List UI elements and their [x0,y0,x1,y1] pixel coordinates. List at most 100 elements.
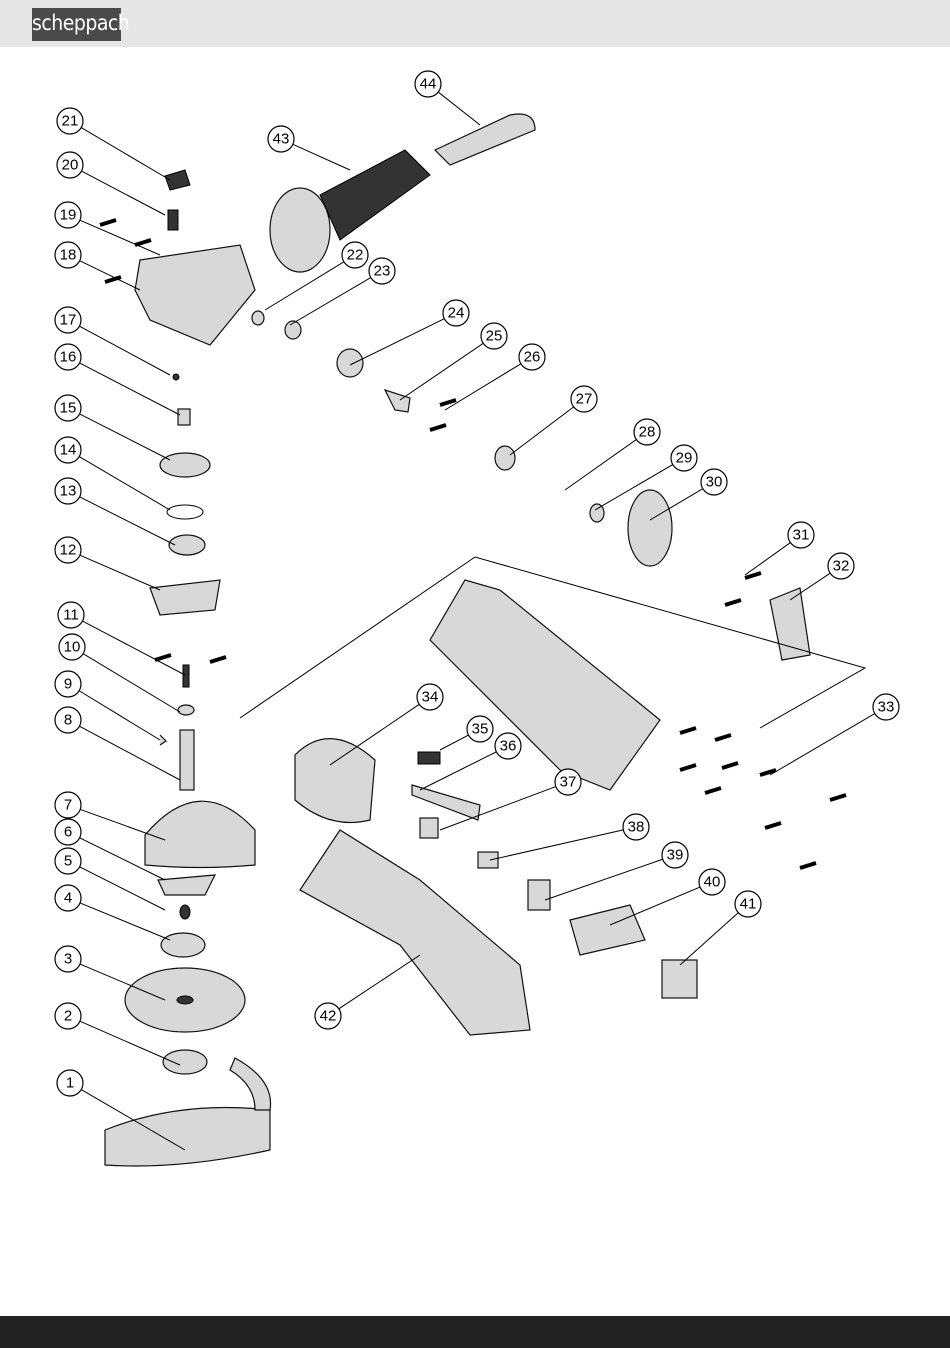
leader-line [81,128,170,180]
exploded-parts-diagram: 1234567891011121314151617181920212223242… [0,47,950,1316]
callout-part-38: 38 [623,814,649,840]
callout-part-10: 10 [59,634,85,660]
callout-number: 33 [878,699,895,716]
callout-part-4: 4 [55,885,81,911]
screw-drawing [155,655,171,660]
callout-number: 25 [486,328,503,345]
inner-flange-drawing [161,933,205,957]
leader-line [80,261,140,290]
screw-drawing [715,735,731,740]
callout-number: 4 [64,890,72,907]
wheel-guard-drawing [105,1108,270,1167]
leader-line [339,955,420,1009]
parts-drawings [100,114,865,1166]
callout-part-35: 35 [467,716,493,742]
washer-drawing [178,705,194,715]
callout-part-24: 24 [443,300,469,326]
callout-number: 22 [347,247,364,264]
callout-number: 14 [60,442,77,459]
callout-number: 6 [64,824,72,841]
screw-drawing [680,728,696,733]
callout-number: 37 [560,774,577,791]
callout-part-19: 19 [55,202,81,228]
callout-number: 15 [60,400,77,417]
leader-line [770,714,875,775]
callout-number: 31 [793,527,810,544]
pin-drawing [173,374,179,380]
guard-clamp-drawing [158,875,215,895]
screw-drawing [680,765,696,770]
callout-number: 29 [676,450,693,467]
leader-line [445,364,521,410]
callout-part-8: 8 [55,707,81,733]
callout-part-36: 36 [495,733,521,759]
terminal-41-drawing [662,960,697,998]
screw-drawing [705,788,721,793]
callout-number: 39 [667,847,684,864]
slider-36-drawing [412,785,480,820]
callout-number: 5 [64,853,72,870]
callout-part-44: 44 [415,71,441,97]
leader-line [490,830,623,860]
callout-part-34: 34 [417,684,443,710]
leader-line [438,92,480,125]
callout-part-22: 22 [342,242,368,268]
callout-part-43: 43 [268,126,294,152]
screw-drawing [800,863,816,868]
spring-37-drawing [420,818,438,838]
callout-number: 23 [374,263,391,280]
leader-line [80,903,170,940]
callout-number: 35 [472,721,489,738]
callout-number: 30 [706,474,723,491]
leader-line [80,414,170,460]
bearing-29-drawing [590,504,604,522]
leader-line [80,555,160,590]
callout-number: 16 [60,349,77,366]
callout-number: 1 [66,1075,74,1092]
leader-line [400,343,483,400]
callout-part-17: 17 [55,307,81,333]
callout-part-12: 12 [55,537,81,563]
spindle-drawing [180,730,194,790]
callout-number: 20 [62,157,79,174]
fan-drawing [628,490,672,566]
callout-part-15: 15 [55,395,81,421]
motor-drawing [295,739,375,823]
callout-number: 11 [63,607,79,624]
callout-number: 42 [320,1008,337,1025]
leader-line [80,363,180,415]
plate-27-drawing [495,446,515,470]
leader-line [83,654,180,712]
callout-part-29: 29 [671,445,697,471]
leader-line [680,913,738,965]
footer-bar [0,1316,950,1348]
spanner-drawing [435,114,535,165]
callout-part-42: 42 [315,1003,341,1029]
callout-part-26: 26 [519,344,545,370]
leader-line [293,144,350,170]
switch-35-drawing [418,752,440,764]
leader-line [510,407,574,455]
callout-number: 32 [833,558,850,575]
wheel-guard-upper-drawing [145,801,255,867]
callout-part-33: 33 [873,694,899,720]
screw-drawing [135,240,151,245]
bushing-38-drawing [478,852,498,868]
leader-line [545,859,663,900]
screw-drawing [765,823,781,828]
leader-line [440,735,468,750]
gear-housing-drawing [135,245,255,345]
callout-number: 18 [60,247,77,264]
gasket-32-drawing [770,588,810,660]
key-drawing [160,735,166,745]
pcb-40-drawing [570,905,645,955]
callout-part-32: 32 [828,553,854,579]
callout-part-27: 27 [571,386,597,412]
callout-number: 17 [60,312,77,329]
callout-number: 38 [628,819,645,836]
callout-part-16: 16 [55,344,81,370]
callout-part-6: 6 [55,819,81,845]
leader-line [80,809,165,840]
callout-number: 34 [422,689,439,706]
callout-part-2: 2 [55,1003,81,1029]
